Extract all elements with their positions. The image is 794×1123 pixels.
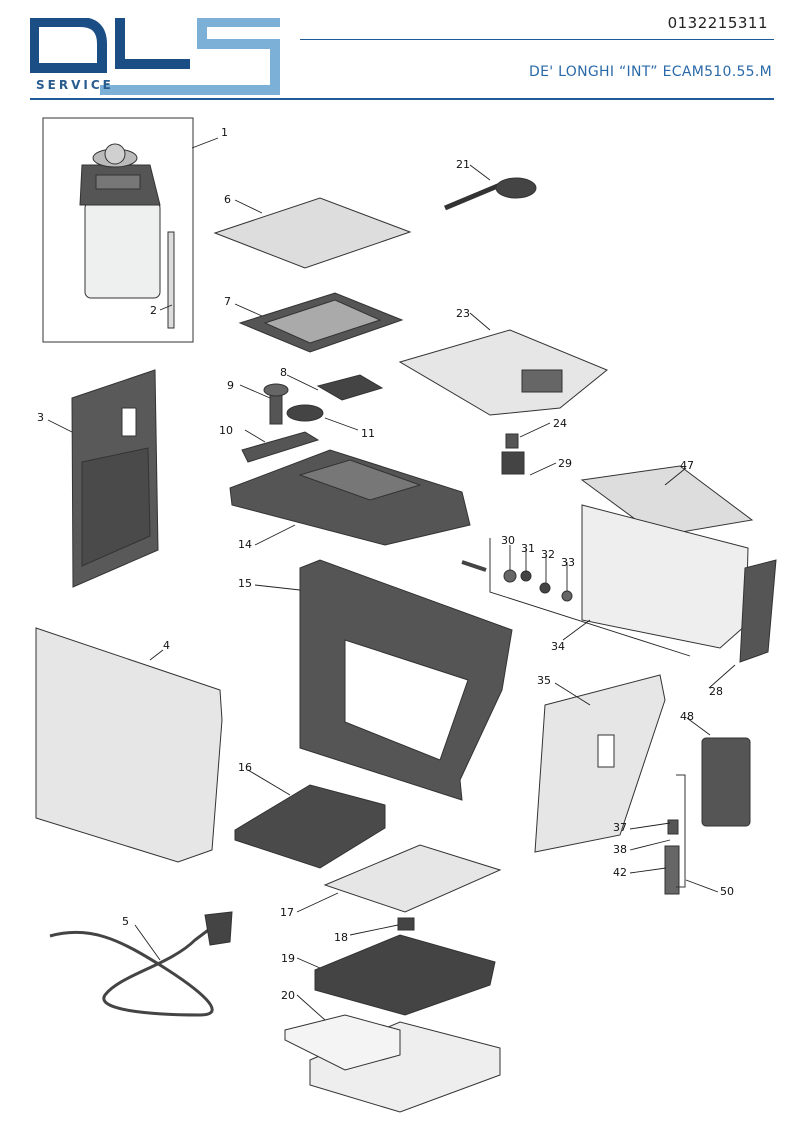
callout-label: 38 <box>613 843 627 856</box>
part-top-lid <box>213 197 412 269</box>
callout-label: 50 <box>720 885 734 898</box>
callout-label: 3 <box>37 411 44 424</box>
part-tank-cover <box>739 559 777 663</box>
callout-label: 20 <box>281 989 295 1002</box>
logo-subtitle: SERVICE <box>36 78 114 92</box>
leader-lines <box>47 137 736 1021</box>
header-divider <box>30 98 774 100</box>
part-scoop <box>444 182 501 211</box>
header-rule <box>300 39 774 40</box>
callout-label: 8 <box>280 366 287 379</box>
part-drip-container <box>234 784 386 869</box>
callout-label: 14 <box>238 538 252 551</box>
part-32 <box>539 582 551 594</box>
page-header: SERVICE 0132215311 DE' LONGHI “INT” ECAM… <box>0 0 794 104</box>
part-knob-base <box>286 404 324 422</box>
callout-label: 17 <box>280 906 294 919</box>
part-valve <box>505 433 519 449</box>
part-clip <box>397 917 415 931</box>
callout-label: 47 <box>680 459 694 472</box>
part-33 <box>561 590 573 602</box>
callout-label: 1 <box>221 126 228 139</box>
callout-label: 30 <box>501 534 515 547</box>
part-control-panel <box>398 329 608 416</box>
part-group-50-bracket <box>676 774 686 888</box>
callout-label: 11 <box>361 427 375 440</box>
callout-label: 10 <box>219 424 233 437</box>
callout-label: 4 <box>163 639 170 652</box>
milk-jug <box>79 143 175 329</box>
callout-label: 37 <box>613 821 627 834</box>
exploded-parts-diagram: 1 2 3 4 5 6 7 8 9 10 11 14 15 16 17 18 1… <box>35 117 777 1113</box>
callout-label: 29 <box>558 457 572 470</box>
part-30 <box>503 569 517 583</box>
callout-label: 2 <box>150 304 157 317</box>
callout-label: 35 <box>537 674 551 687</box>
part-tank-lid <box>580 465 754 537</box>
callout-label: 5 <box>122 915 129 928</box>
part-power-cord <box>49 923 216 1017</box>
callout-label: 15 <box>238 577 252 590</box>
callout-label: 28 <box>709 685 723 698</box>
part-42 <box>664 845 680 895</box>
callout-label: 16 <box>238 761 252 774</box>
part-31 <box>520 570 532 582</box>
part-code: 0132215311 <box>667 14 768 32</box>
model-title: DE' LONGHI “INT” ECAM510.55.M <box>529 64 772 80</box>
callout-label: 31 <box>521 542 535 555</box>
callout-label: 21 <box>456 158 470 171</box>
callout-label: 34 <box>551 640 565 653</box>
callout-label: 9 <box>227 379 234 392</box>
callout-label: 23 <box>456 307 470 320</box>
part-small-grille <box>316 374 384 401</box>
part-chassis <box>229 449 471 546</box>
callout-label: 7 <box>224 295 231 308</box>
callout-label: 19 <box>281 952 295 965</box>
part-dispenser-block <box>701 737 751 827</box>
callout-label: 32 <box>541 548 555 561</box>
callout-label: 48 <box>680 710 694 723</box>
part-tray-insert <box>314 934 496 1016</box>
part-38 <box>667 819 679 835</box>
callout-label: 42 <box>613 866 627 879</box>
callout-label: 6 <box>224 193 231 206</box>
part-outer-panel <box>35 627 223 863</box>
callout-label: 18 <box>334 931 348 944</box>
callout-label: 24 <box>553 417 567 430</box>
part-cup-plate <box>323 844 502 913</box>
part-water-tank <box>581 504 749 649</box>
callout-labels: 1 2 3 4 5 6 7 8 9 10 11 14 15 16 17 18 1… <box>37 126 734 1002</box>
dls-logo <box>30 18 280 95</box>
part-bracket-bar <box>241 431 320 463</box>
callout-label: 33 <box>561 556 575 569</box>
